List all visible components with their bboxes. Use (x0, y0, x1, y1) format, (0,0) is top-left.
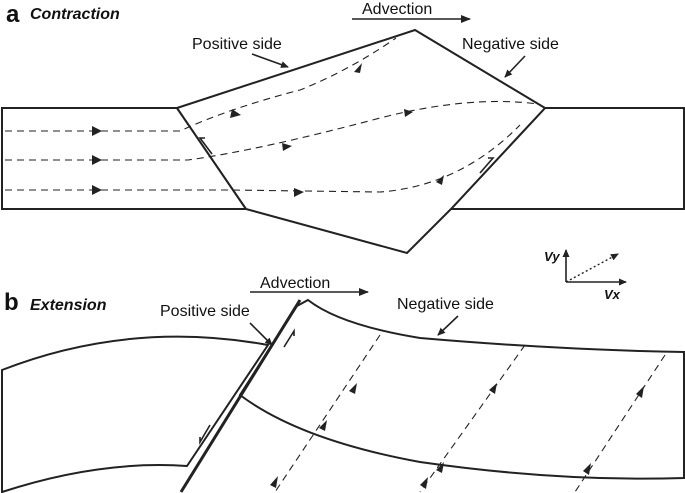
velocity-legend: Vy Vx (544, 249, 627, 302)
flow-arrowhead (436, 175, 444, 185)
flow-line-upper (5, 37, 397, 132)
negative-fault-slip-arrow (479, 157, 495, 174)
normal-fault-line (179, 299, 302, 493)
panel-b-negative-side-label: Negative side (397, 296, 494, 313)
flow-arrowhead (436, 462, 444, 473)
flow-line (274, 334, 381, 493)
hanging-wall-slip-arrow (283, 328, 295, 348)
panel-b-advection-label: Advection (260, 275, 330, 292)
flow-line-lower (5, 124, 521, 193)
panel-b-extension: b Extension Advection Positive side Nega… (1, 275, 685, 493)
flow-arrowhead (270, 476, 278, 488)
flow-arrowhead (354, 63, 362, 73)
flow-arrowhead (230, 109, 241, 118)
flow-arrowhead (282, 143, 292, 151)
panel-b-negative-side-pointer (437, 315, 459, 336)
flow-arrowhead (92, 126, 102, 136)
vx-label: Vx (604, 287, 621, 302)
flow-arrowhead (319, 420, 327, 431)
panel-b-letter: b (4, 289, 19, 316)
positive-fault-slip-arrow (198, 137, 213, 155)
uplifted-hanging-wall (175, 28, 547, 255)
flow-arrowhead (404, 109, 413, 117)
footwall-slip-arrow (199, 424, 211, 445)
flow-line (419, 344, 526, 493)
flow-arrowhead (92, 155, 102, 165)
panel-a-letter: a (6, 1, 20, 28)
panel-a-contraction: a Contraction Advection Positive side Ne… (1, 1, 685, 255)
panel-a-positive-side-label: Positive side (192, 36, 282, 53)
panel-a-negative-side-pointer (504, 55, 526, 78)
panel-a-title: Contraction (30, 6, 120, 23)
flow-line (574, 354, 666, 493)
panel-a-negative-side-label: Negative side (462, 36, 559, 53)
resultant-velocity-arrow (565, 253, 619, 283)
flow-line-middle (5, 100, 539, 161)
panel-b-positive-side-label: Positive side (160, 303, 250, 320)
flow-arrowhead (420, 477, 428, 489)
flow-arrowhead (636, 386, 644, 398)
flow-arrowhead (294, 188, 304, 197)
flow-arrowhead (349, 383, 357, 394)
panel-a-advection-label: Advection (362, 1, 432, 18)
panel-b-title: Extension (30, 297, 107, 314)
flow-arrowhead (92, 185, 102, 195)
vy-label: Vy (544, 249, 560, 264)
flow-arrowhead (489, 383, 497, 394)
right-hanging-wall-block (238, 298, 685, 480)
panel-a-positive-side-pointer (251, 53, 289, 68)
flow-arrowheads (270, 383, 644, 489)
flow-arrowheads (92, 63, 444, 197)
panel-b-positive-side-pointer (249, 322, 273, 346)
flow-arrowhead (583, 463, 591, 475)
